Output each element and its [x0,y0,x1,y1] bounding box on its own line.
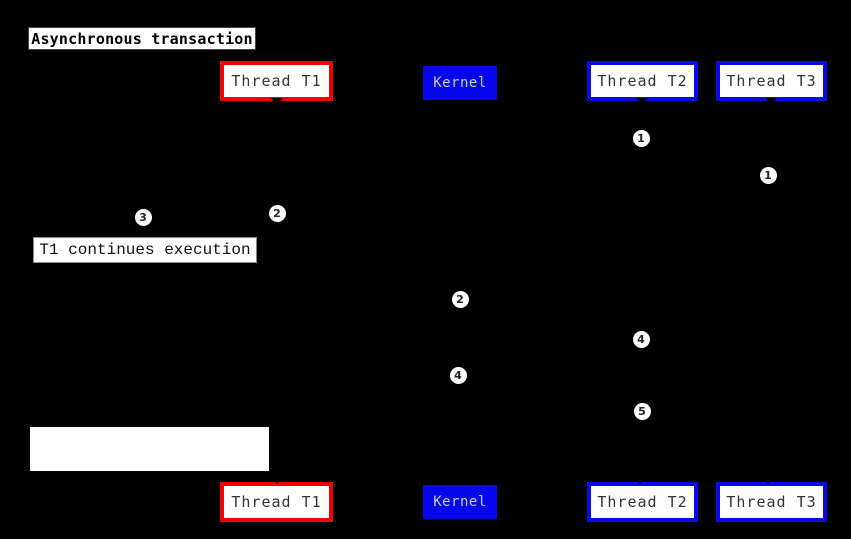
actor-label-kernel-top: Kernel [433,75,487,91]
step-marker-5: 5 [633,402,651,420]
actor-label-thread-t1-top: Thread T1 [231,72,322,90]
lifeline-arrowhead-icon [271,477,283,484]
actor-label-thread-t2-bottom: Thread T2 [597,493,688,511]
lifeline-arrowhead-icon [762,477,774,484]
actor-label-thread-t2-top: Thread T2 [597,72,688,90]
step-marker-2: 2 [451,290,469,308]
lifeline-arrowhead-icon [634,477,646,484]
diagram-title: Asynchronous transaction [28,27,256,50]
actor-label-kernel-bottom: Kernel [433,494,487,510]
actor-box-kernel-bottom: Kernel [423,485,497,519]
lifeline-arrowhead-icon [271,98,283,105]
actor-box-kernel-top: Kernel [423,66,497,100]
actor-box-thread-t1-bottom: Thread T1 [220,482,333,522]
step-marker-1: 1 [759,166,777,184]
lifeline-arrowhead-icon [636,98,648,105]
actor-label-thread-t3-top: Thread T3 [726,72,817,90]
actor-box-thread-t3-bottom: Thread T3 [716,482,827,522]
step-marker-4: 4 [632,330,650,348]
step-marker-2: 2 [268,204,286,222]
lifeline-arrowhead-icon [765,98,777,105]
step-marker-3: 3 [134,208,152,226]
actor-label-thread-t1-bottom: Thread T1 [231,493,322,511]
actor-box-thread-t3-top: Thread T3 [716,61,827,101]
step-marker-4: 4 [449,366,467,384]
actor-box-thread-t2-bottom: Thread T2 [587,482,698,522]
step-marker-1: 1 [632,129,650,147]
actor-box-thread-t1-top: Thread T1 [220,61,333,101]
note-empty-box [30,427,269,471]
actor-label-thread-t3-bottom: Thread T3 [726,493,817,511]
actor-box-thread-t2-top: Thread T2 [587,61,698,101]
note-t1-continues-execution: T1 continues execution [33,237,257,263]
